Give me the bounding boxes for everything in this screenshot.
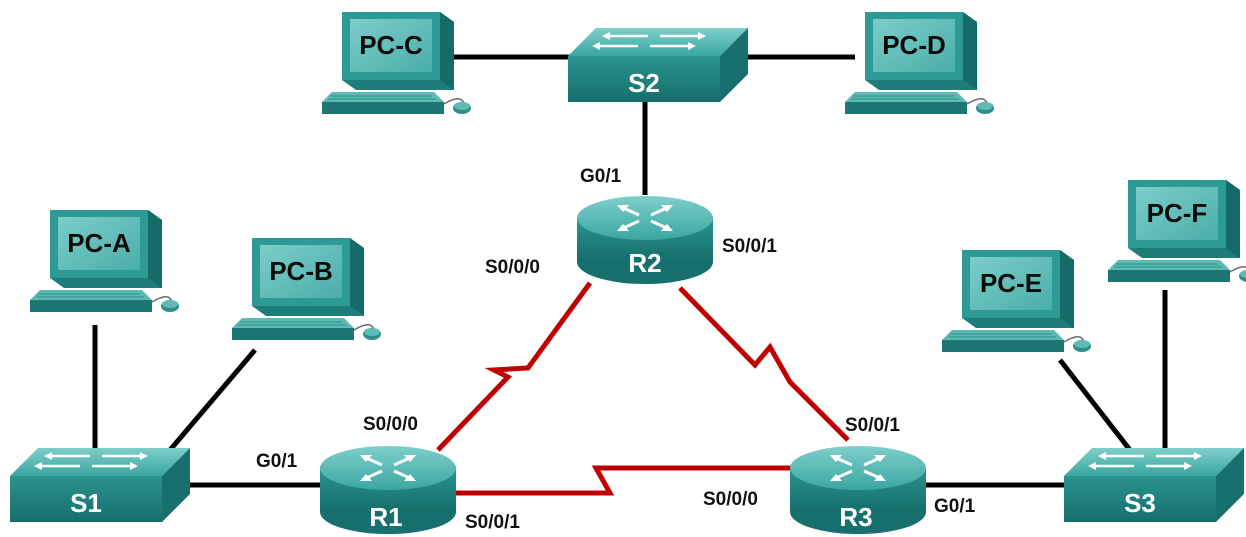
pc-f-label: PC-F xyxy=(1147,198,1208,228)
pc-a[interactable]: PC-A xyxy=(29,209,180,313)
r1-s001-label: S0/0/1 xyxy=(465,512,520,533)
interface-labels: G0/1 S0/0/0 S0/0/1 S0/0/0 G0/1 S0/0/1 S0… xyxy=(256,166,976,533)
r2-s001-label: S0/0/1 xyxy=(722,236,777,257)
link-pc-e-s3 xyxy=(1058,358,1132,452)
router-r2-label: R2 xyxy=(628,248,661,278)
link-pc-b-s1 xyxy=(168,348,257,452)
switch-s2-label: S2 xyxy=(628,68,660,98)
r1-s000-label: S0/0/0 xyxy=(363,414,418,435)
router-r1[interactable]: R1 xyxy=(318,444,458,536)
pc-d[interactable]: PC-D xyxy=(844,11,995,115)
r2-g01-label: G0/1 xyxy=(580,166,622,187)
pc-icon xyxy=(231,237,382,341)
router-r2[interactable]: R2 xyxy=(575,194,715,286)
pc-b-label: PC-B xyxy=(269,256,333,286)
router-r3-label: R3 xyxy=(839,502,872,532)
pc-d-label: PC-D xyxy=(882,30,946,60)
r3-g01-label: G0/1 xyxy=(934,496,976,517)
switch-s1[interactable]: S1 xyxy=(8,446,192,524)
router-r1-label: R1 xyxy=(369,502,402,532)
r3-s000-label: S0/0/0 xyxy=(703,489,758,510)
switch-s2[interactable]: S2 xyxy=(566,26,750,104)
pc-icon xyxy=(844,11,995,115)
serial-r1-r3 xyxy=(455,465,795,496)
r3-s001-label: S0/0/1 xyxy=(845,415,900,436)
pc-b[interactable]: PC-B xyxy=(231,237,382,341)
serial-r2-r3 xyxy=(678,286,850,442)
ethernet-links xyxy=(92,54,1168,488)
pc-c-label: PC-C xyxy=(359,30,423,60)
switch-s3[interactable]: S3 xyxy=(1062,446,1246,524)
pc-a-label: PC-A xyxy=(67,228,131,258)
serial-r1-r2 xyxy=(436,281,593,452)
pc-c[interactable]: PC-C xyxy=(321,11,472,115)
switch-s1-label: S1 xyxy=(70,488,102,518)
pc-icon xyxy=(321,11,472,115)
pc-icon xyxy=(29,209,180,313)
pc-f[interactable]: PC-F xyxy=(1107,179,1246,283)
pc-icon xyxy=(1107,179,1246,283)
r1-g01-label: G0/1 xyxy=(256,451,298,472)
switch-s3-label: S3 xyxy=(1124,488,1156,518)
router-r3[interactable]: R3 xyxy=(788,444,928,536)
pc-e-label: PC-E xyxy=(980,268,1042,298)
serial-links xyxy=(436,281,850,496)
pc-icon xyxy=(941,249,1092,353)
pc-e[interactable]: PC-E xyxy=(941,249,1092,353)
r2-s000-label: S0/0/0 xyxy=(485,257,540,278)
